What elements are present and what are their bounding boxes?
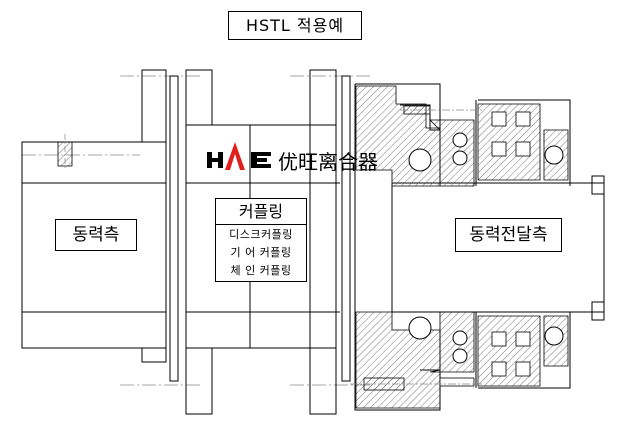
bolts xyxy=(350,105,482,391)
coupling-label-box: 커플링 디스크커플링 기 어 커플링 체 인 커플링 xyxy=(215,198,307,282)
hac-logo xyxy=(207,142,271,170)
company-name: 优旺离合器 xyxy=(278,150,378,174)
transmission-side-label: 동력전달측 xyxy=(455,218,562,252)
coupling-heading: 커플링 xyxy=(216,199,306,225)
bearings xyxy=(408,132,564,364)
set-screw xyxy=(57,134,73,170)
spline-teeth xyxy=(491,111,531,377)
hac-logo-mark xyxy=(207,142,271,170)
power-side-label: 동력측 xyxy=(55,219,137,251)
page-title: HSTL 적용예 xyxy=(228,11,362,40)
coupling-type-gear: 기 어 커플링 xyxy=(230,245,292,259)
disc-pack-left xyxy=(169,69,213,415)
coupling-right-hub xyxy=(309,69,351,415)
coupling-type-chain: 체 인 커플링 xyxy=(230,263,292,277)
drive-side-hub xyxy=(21,69,167,363)
coupling-type-disc: 디스크커플링 xyxy=(229,227,293,241)
